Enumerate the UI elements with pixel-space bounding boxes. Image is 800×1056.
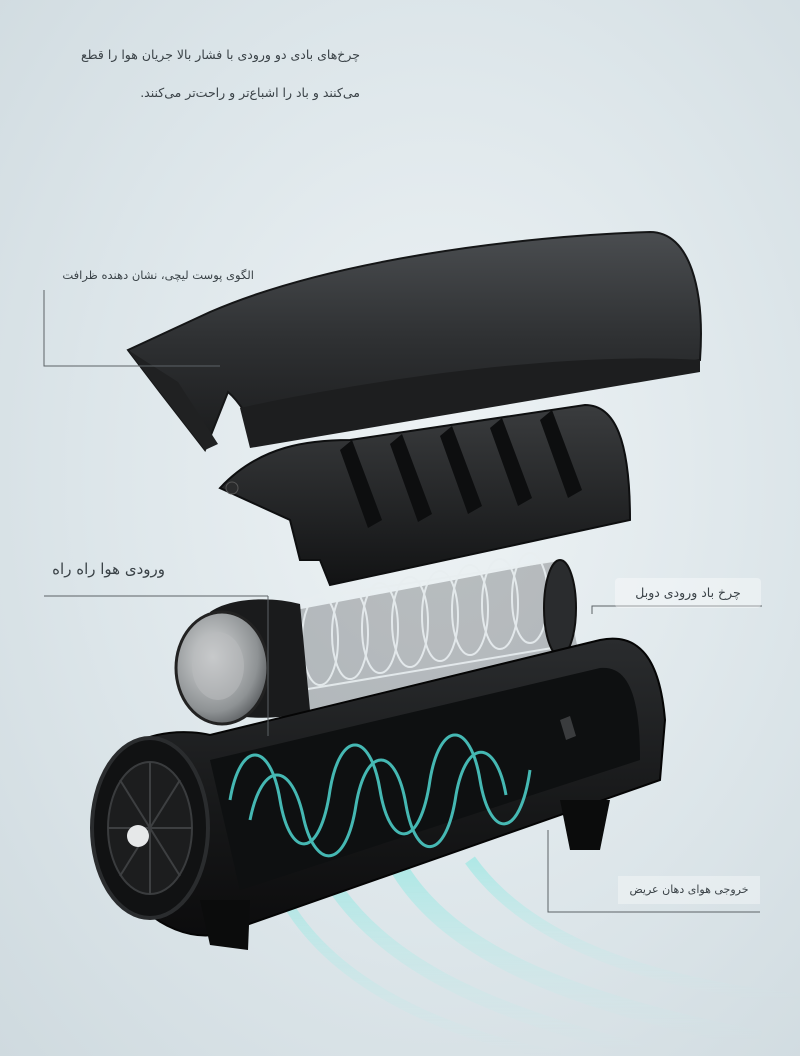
airflow-streaks bbox=[275, 856, 800, 1056]
leader-line-outlet bbox=[547, 830, 760, 913]
intro-paragraph: چرخ‌های بادی دو ورودی با فشار بالا جریان… bbox=[40, 36, 360, 112]
callout-air-inlet: ورودی هوا راه راه bbox=[52, 560, 165, 578]
ribbed-frame bbox=[218, 403, 632, 587]
airflow-spiral bbox=[228, 733, 532, 858]
callout-double-inlet-fan: چرخ باد ورودی دوبل bbox=[615, 578, 761, 608]
leader-lines bbox=[43, 290, 762, 913]
callout-lychee-pattern: الگوی پوست لیچی، نشان دهنده ظرافت bbox=[62, 268, 254, 282]
leader-line-pattern bbox=[43, 290, 220, 367]
intro-line-2: می‌کنند و باد را اشباع‌تر و راحت‌تر می‌ک… bbox=[140, 85, 360, 100]
callout-wide-outlet: خروجی هوای دهان عریض bbox=[618, 876, 760, 904]
top-shell bbox=[126, 230, 702, 452]
intro-line-1: چرخ‌های بادی دو ورودی با فشار بالا جریان… bbox=[81, 47, 360, 62]
fan-wheel bbox=[285, 552, 580, 720]
leader-line-fan bbox=[591, 605, 762, 614]
frame-ribs bbox=[340, 410, 582, 528]
end-cap bbox=[174, 599, 310, 726]
